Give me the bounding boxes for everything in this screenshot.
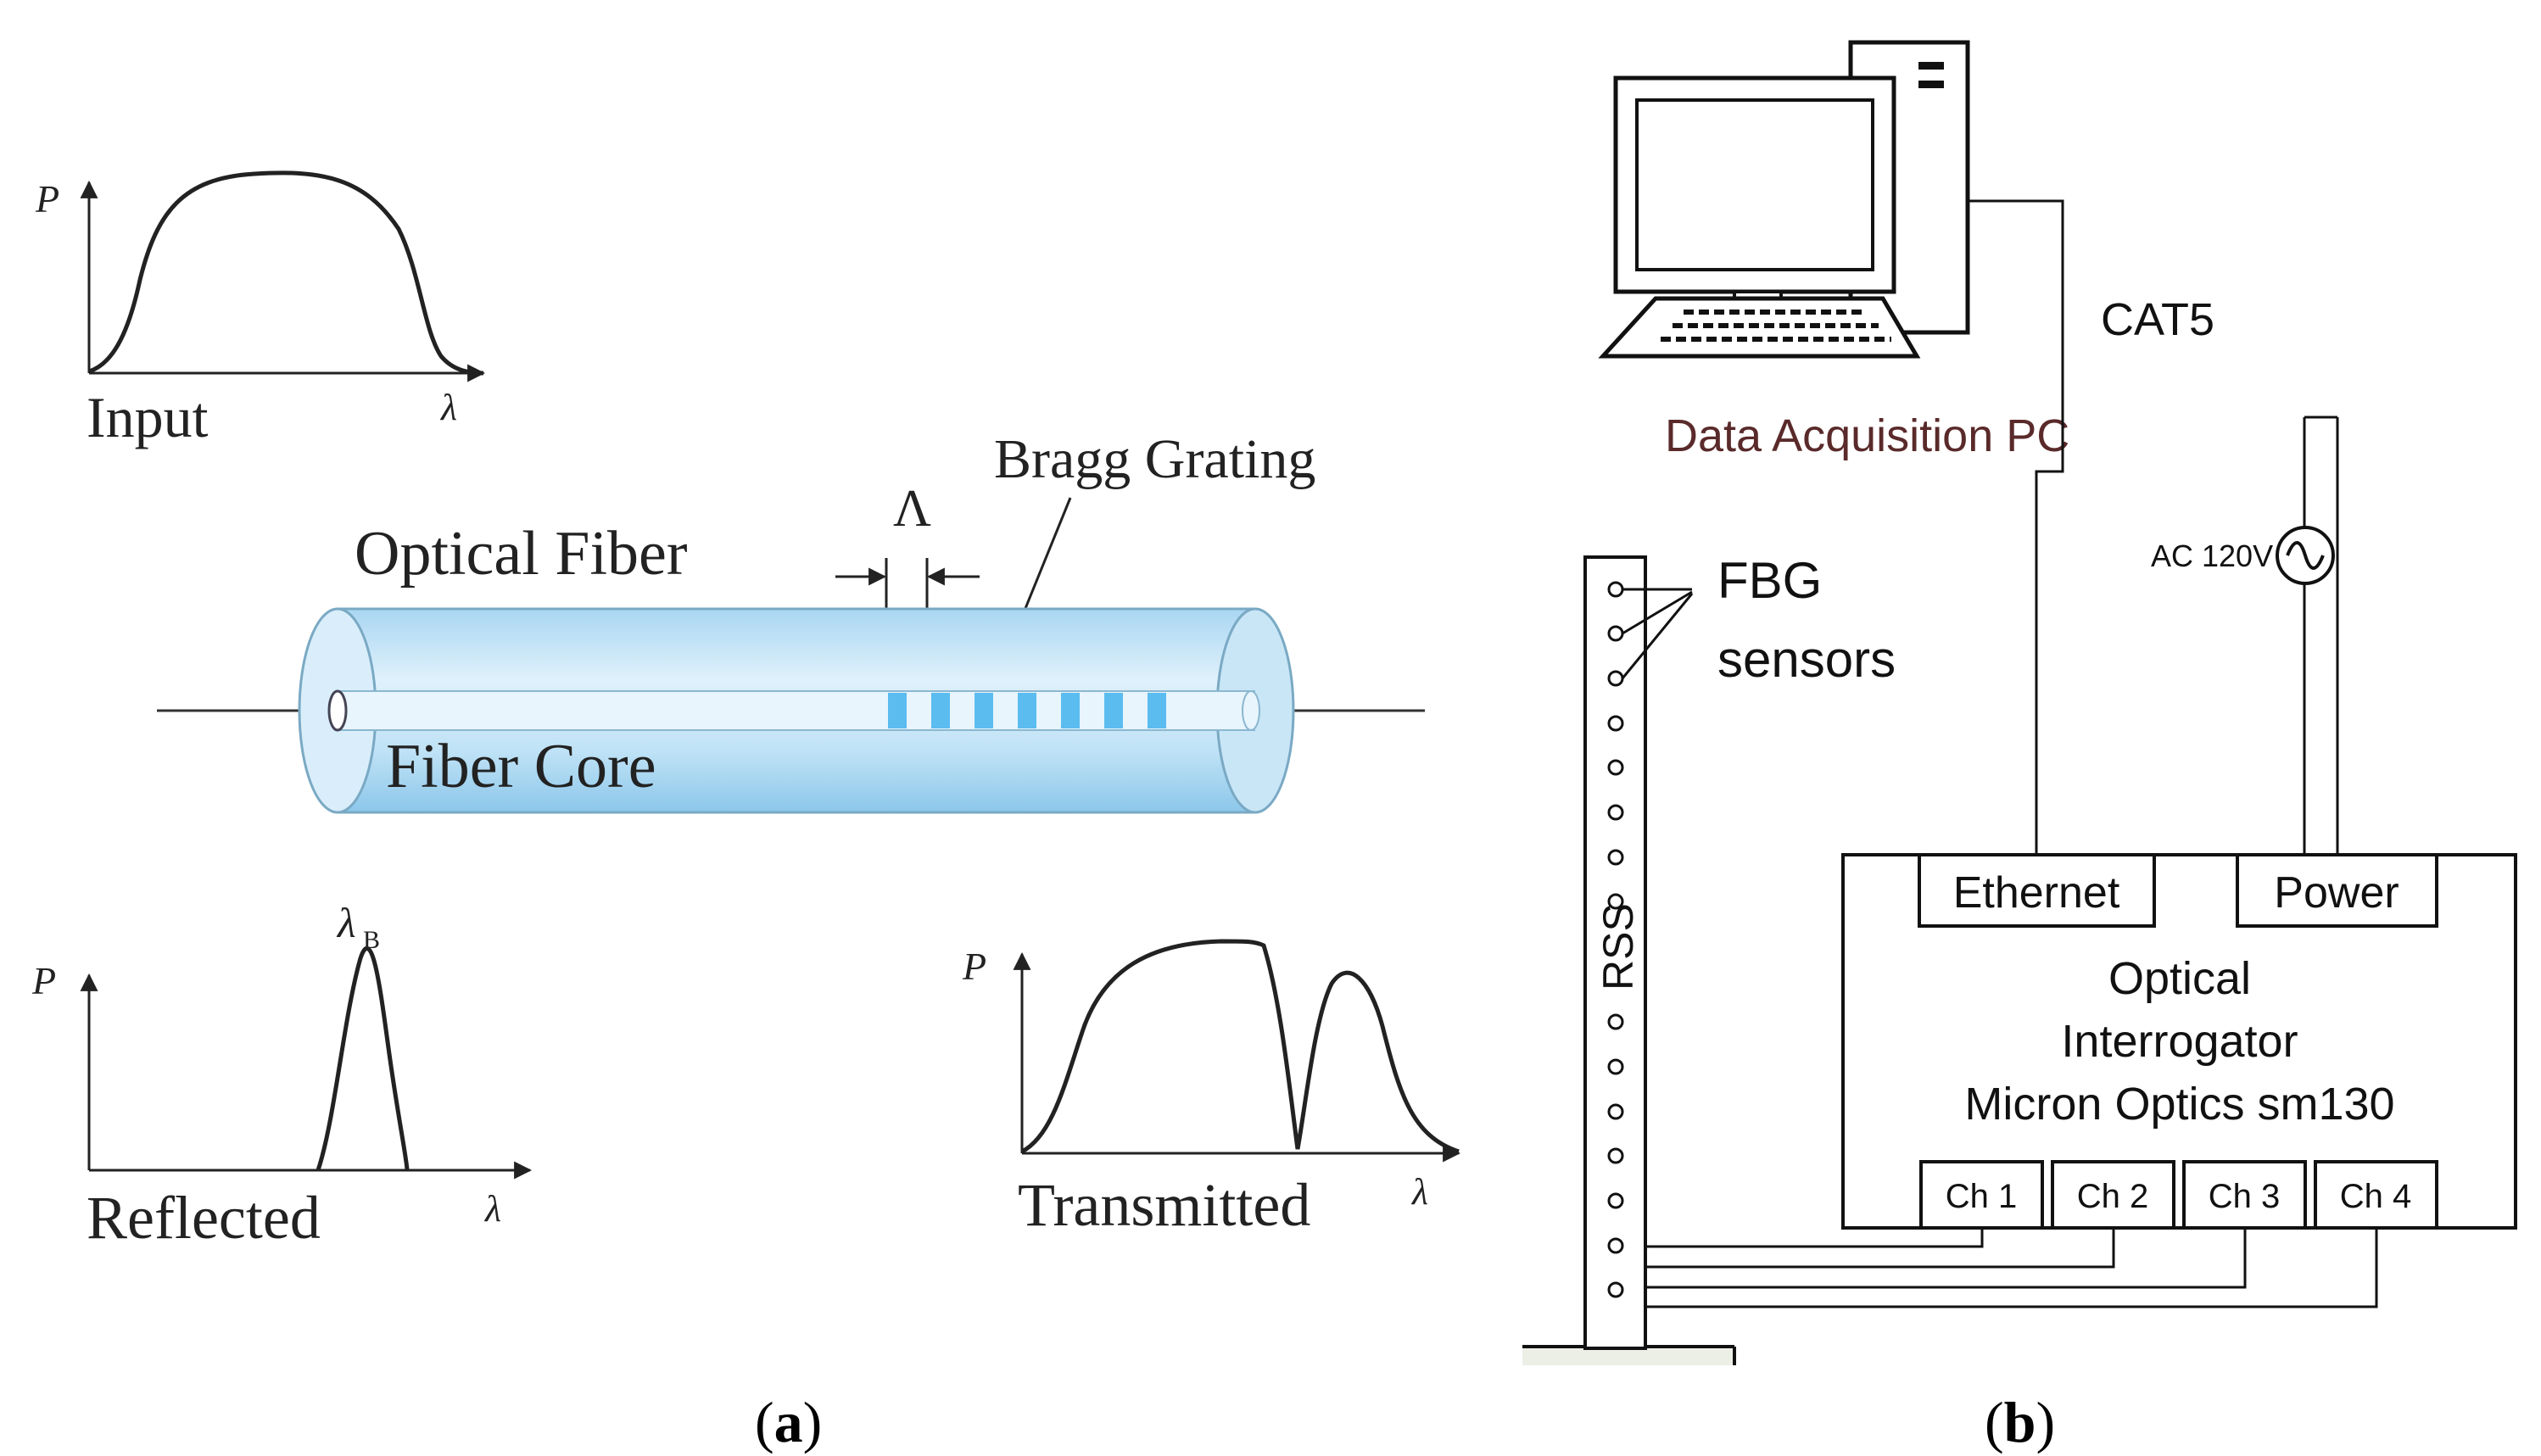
input-label: Input xyxy=(87,385,209,449)
input-spectrum-plot: P λ Input xyxy=(35,170,486,449)
power-port xyxy=(2236,853,2438,928)
pc-label: Data Acquisition PC xyxy=(1665,410,2069,461)
reflected-axis-lambda: λ xyxy=(483,1188,501,1230)
lambda-b-subscript: B xyxy=(363,926,380,954)
power-cable xyxy=(2303,416,2339,856)
fbg-label-line2: sensors xyxy=(1717,631,1896,688)
channel-port-2 xyxy=(2051,1160,2175,1230)
ethernet-port xyxy=(1918,853,2156,928)
interrogator-title-line3: Micron Optics sm130 xyxy=(1964,1079,2394,1130)
optical-fiber-label: Optical Fiber xyxy=(355,519,688,589)
reflected-spectrum-plot: P λ B λ Reflected xyxy=(31,899,533,1252)
fiber-core-label: Fiber Core xyxy=(386,732,656,801)
bragg-grating-label: Bragg Grating xyxy=(994,428,1315,490)
channel-label-1: Ch 1 xyxy=(1946,1178,2018,1215)
rss-label: RSS xyxy=(1594,903,1642,990)
fbg-label-line1: FBG xyxy=(1717,552,1822,609)
fbg-pointers xyxy=(1621,588,1694,679)
sensor-dots xyxy=(1607,581,1624,1298)
cat5-cable xyxy=(1968,199,2064,856)
ac-label: AC 120V xyxy=(2151,538,2273,573)
reflected-curve xyxy=(316,946,410,1171)
channel-label-4: Ch 4 xyxy=(2340,1178,2412,1215)
input-curve xyxy=(88,170,484,376)
interrogator-title-line2: Interrogator xyxy=(2061,1016,2298,1067)
caption-a: (a) xyxy=(755,1390,822,1454)
channel-cables xyxy=(1645,1228,2378,1308)
transmitted-label: Transmitted xyxy=(1018,1171,1310,1239)
optical-fiber xyxy=(157,607,1425,814)
panel-a: P λ Input Bragg Grating Λ Optical Fiber xyxy=(31,170,1461,1454)
panel-b: Data Acquisition PC CAT5 AC 120V Etherne… xyxy=(1522,40,2517,1454)
transmitted-axis-p: P xyxy=(962,945,986,988)
transmitted-axis-lambda: λ xyxy=(1410,1171,1428,1213)
input-axis-p: P xyxy=(35,177,59,220)
ethernet-label: Ethernet xyxy=(1953,868,2120,918)
transmitted-curve xyxy=(1020,939,1460,1154)
reflected-axis-p: P xyxy=(31,959,56,1002)
cat5-label: CAT5 xyxy=(2101,294,2214,345)
channel-label-3: Ch 3 xyxy=(2209,1178,2281,1215)
lambda-b-symbol: λ xyxy=(336,899,356,946)
input-axis-lambda: λ xyxy=(439,387,457,428)
power-label: Power xyxy=(2274,868,2399,918)
channel-port-4 xyxy=(2314,1160,2438,1230)
reflected-label: Reflected xyxy=(87,1184,321,1252)
channel-port-3 xyxy=(2182,1160,2307,1230)
transmitted-spectrum-plot: P λ Transmitted xyxy=(962,939,1461,1239)
interrogator-title-line1: Optical xyxy=(2108,953,2251,1004)
period-symbol: Λ xyxy=(893,480,931,538)
ac-source-icon xyxy=(2276,526,2335,585)
monitor-icon xyxy=(1613,75,1896,302)
caption-b: (b) xyxy=(1985,1390,2055,1454)
rss-column xyxy=(1583,555,1647,1350)
channel-label-2: Ch 2 xyxy=(2077,1178,2149,1215)
keyboard-icon xyxy=(1598,296,1921,359)
